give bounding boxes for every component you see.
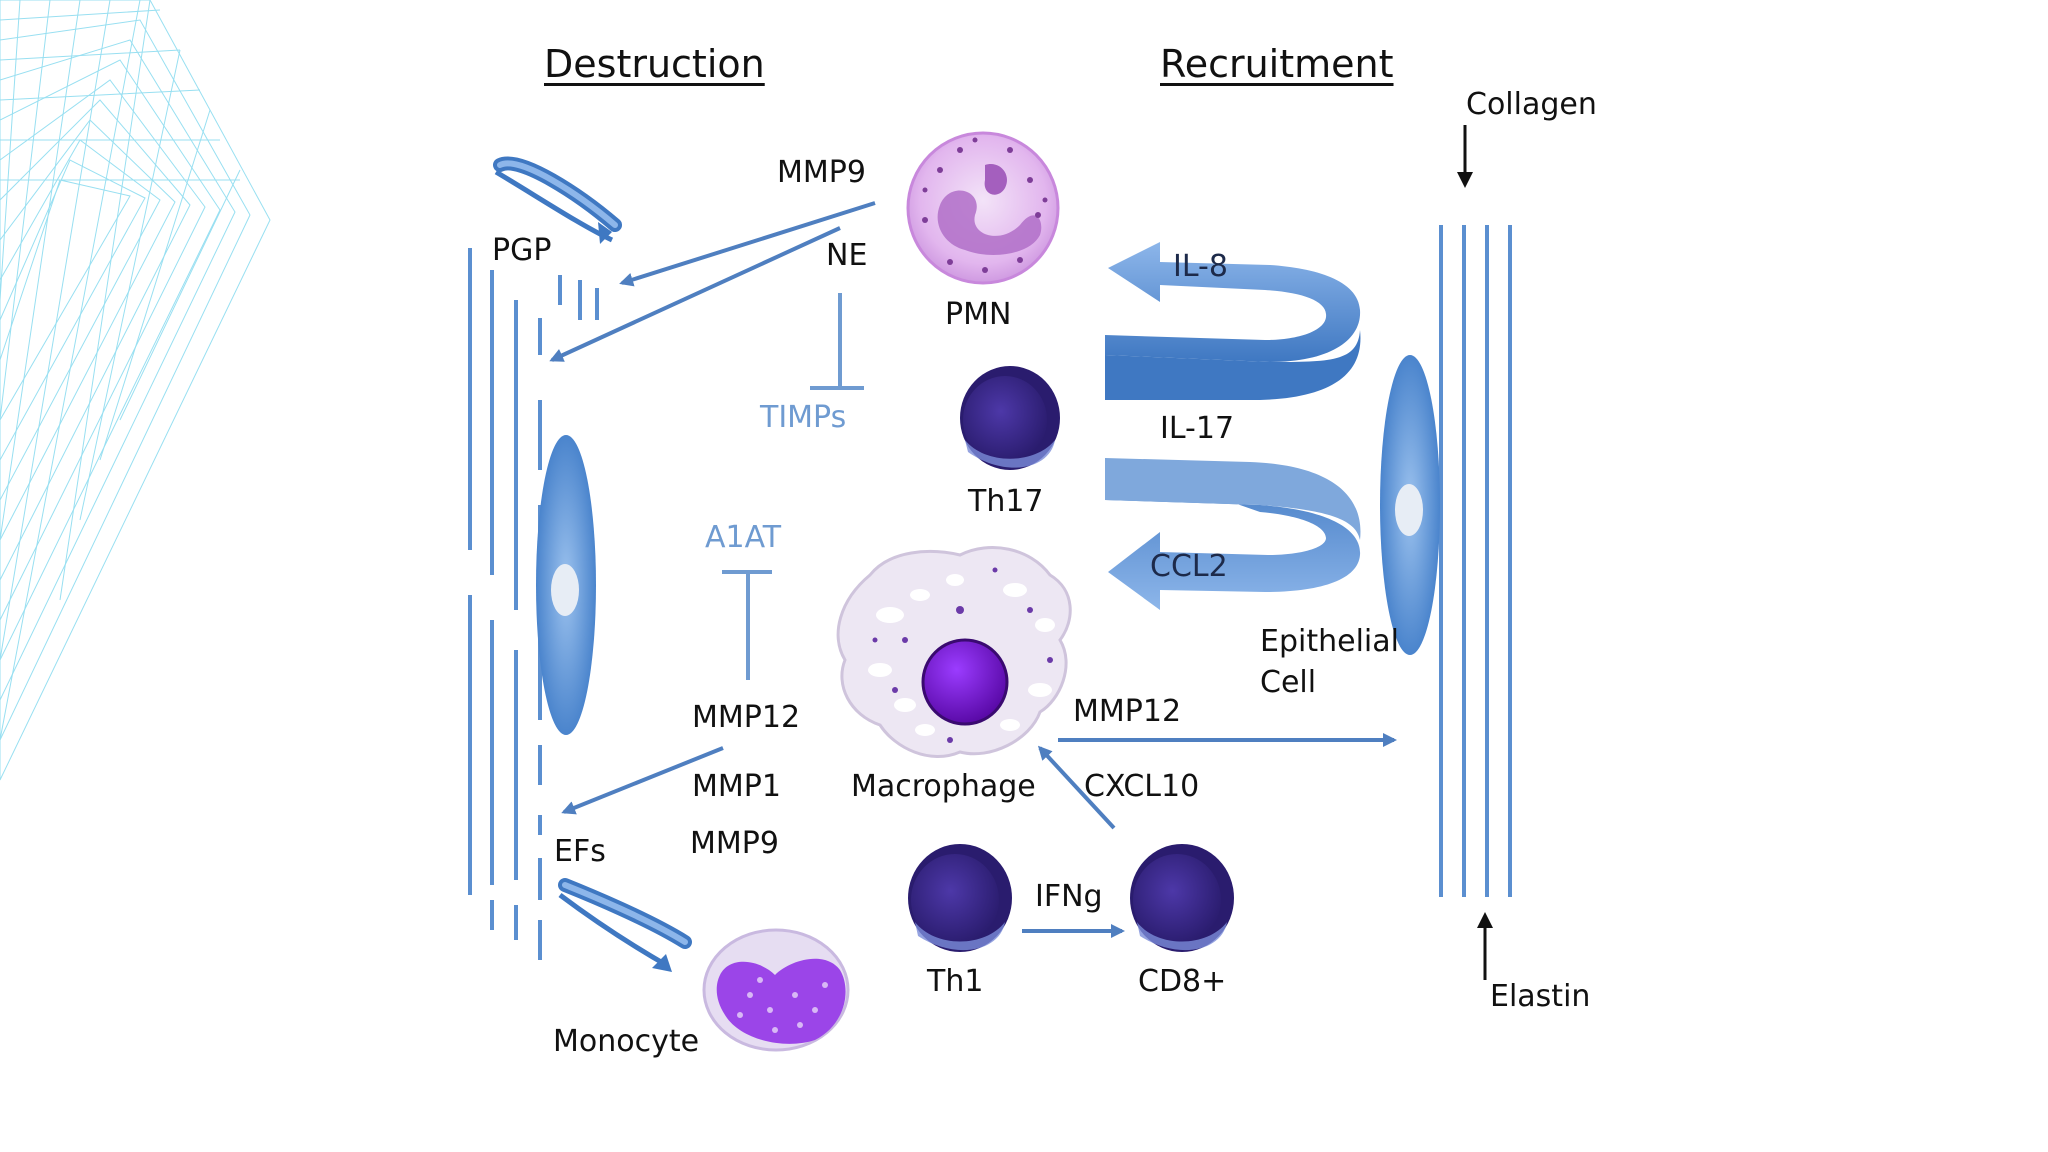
ccl2-swirl-arrow — [1105, 458, 1361, 610]
label-th1: Th1 — [927, 964, 984, 999]
label-mmp12-right: MMP12 — [1073, 694, 1182, 729]
efs-curved-arrow — [558, 878, 692, 972]
label-mmp9-bottom: MMP9 — [690, 826, 779, 861]
heading-destruction: Destruction — [544, 42, 765, 86]
il8-il17-swirl-arrow — [1105, 242, 1361, 400]
label-epithelial-line2: Cell — [1260, 665, 1317, 700]
monocyte-cell — [702, 928, 850, 1052]
label-epithelial-line1: Epithelial — [1260, 624, 1399, 659]
label-elastin: Elastin — [1490, 979, 1591, 1014]
label-ifng: IFNg — [1035, 879, 1103, 914]
th17-cell — [960, 366, 1060, 470]
label-pmn: PMN — [945, 297, 1012, 332]
inhibition-lines — [722, 293, 864, 680]
label-ne: NE — [826, 238, 868, 273]
label-il17: IL-17 — [1160, 411, 1235, 446]
label-timps: TIMPs — [760, 400, 847, 435]
intact-fibers-right — [1439, 225, 1512, 897]
label-cd8: CD8+ — [1138, 964, 1227, 999]
decorative-wireframe — [0, 0, 271, 781]
label-cxcl10: CXCL10 — [1084, 769, 1200, 804]
label-pgp: PGP — [492, 233, 552, 268]
pgp-curved-arrow — [493, 156, 622, 244]
label-monocyte: Monocyte — [553, 1024, 700, 1059]
epithelial-cell-right — [1380, 355, 1440, 655]
label-th17: Th17 — [968, 484, 1044, 519]
cd8-cell — [1130, 844, 1234, 952]
label-macrophage: Macrophage — [851, 769, 1036, 804]
label-a1at: A1AT — [705, 520, 782, 555]
label-mmp1: MMP1 — [692, 769, 781, 804]
label-il8: IL-8 — [1173, 249, 1228, 284]
label-mmp12-left: MMP12 — [692, 700, 801, 735]
label-collagen: Collagen — [1466, 87, 1597, 122]
th1-cell — [908, 844, 1012, 952]
epithelial-cell-left — [536, 435, 596, 735]
heading-recruitment: Recruitment — [1160, 42, 1394, 86]
label-efs: EFs — [554, 834, 606, 869]
degradation-arrows — [549, 201, 1397, 938]
label-mmp9-top: MMP9 — [777, 155, 866, 190]
pmn-cell — [906, 131, 1060, 285]
label-ccl2: CCL2 — [1150, 549, 1228, 584]
macrophage-cell — [836, 546, 1072, 758]
intact-fibers-left — [468, 248, 518, 895]
